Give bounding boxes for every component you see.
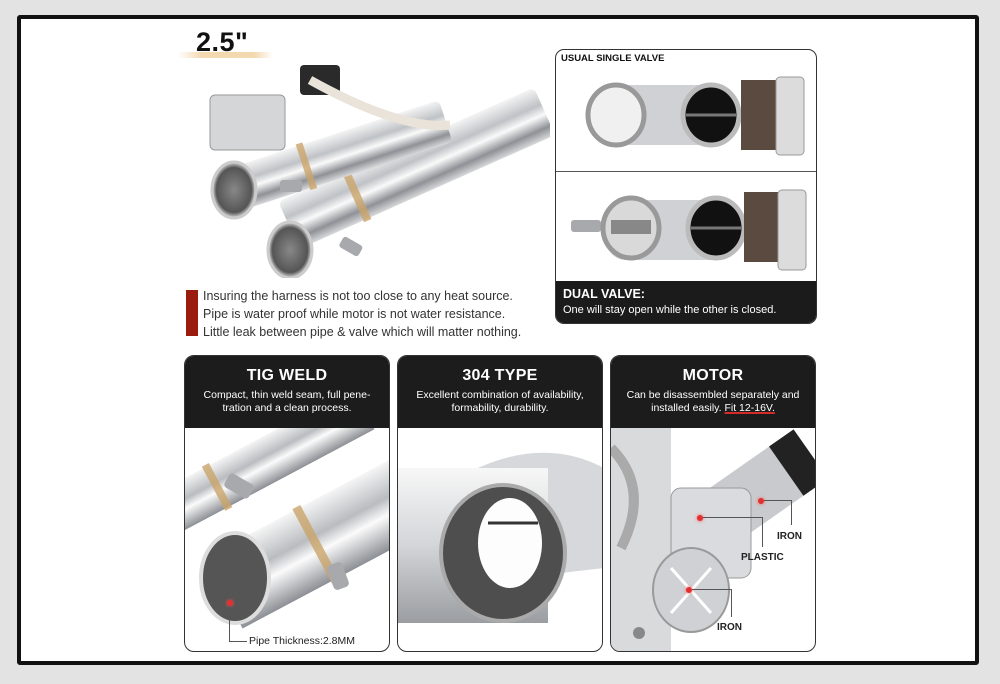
size-label: 2.5" [196, 27, 249, 57]
tig-weld-image [185, 388, 389, 629]
callout-line [229, 641, 247, 642]
iron-callout-dot-bottom [686, 587, 692, 593]
installation-notes: Insuring the harness is not too close to… [203, 287, 521, 341]
card-header: MOTOR Can be disassembled separately and… [611, 356, 815, 428]
feature-card-motor: MOTOR Can be disassembled separately and… [610, 355, 816, 652]
card-description: Excellent combination of availability, f… [416, 389, 584, 414]
dual-valve-image [571, 189, 807, 271]
callout-line [731, 589, 732, 617]
card-description: Can be disassembled separately and insta… [611, 389, 815, 415]
dual-valve-heading: DUAL VALVE: [563, 287, 645, 301]
plastic-label: PLASTIC [741, 552, 784, 563]
motor-description: Can be disassembled separately and insta… [626, 389, 800, 414]
card-title: MOTOR [682, 367, 744, 384]
notes-accent-bar [186, 290, 198, 336]
iron-label-bottom: IRON [717, 622, 742, 633]
callout-line [692, 589, 732, 590]
card-header: 304 TYPE Excellent combination of availa… [398, 356, 602, 428]
feature-card-tig-weld: TIG WELD Compact, thin weld seam, full p… [184, 355, 390, 652]
dual-valve-description: One will stay open while the other is cl… [563, 304, 777, 316]
card-title: 304 TYPE [462, 367, 538, 384]
callout-line [764, 500, 792, 501]
note-line: Little leak between pipe & valve which w… [203, 325, 522, 339]
single-valve-image [585, 76, 805, 156]
card-image-area: IRON PLASTIC IRON [611, 428, 815, 651]
note-line: Insuring the harness is not too close to… [203, 289, 513, 303]
voltage-highlight: Fit 12-16V. [724, 402, 775, 414]
callout-line [229, 606, 230, 642]
callout-line [703, 517, 763, 518]
plastic-callout-dot [697, 515, 703, 521]
iron-callout-dot [758, 498, 764, 504]
dual-valve-caption: DUAL VALVE: One will stay open while the… [556, 281, 816, 323]
card-image-area [398, 428, 602, 651]
panel-divider [556, 171, 816, 172]
iron-label-top: IRON [777, 531, 802, 542]
valve-comparison-panel: USUAL SINGLE VALVE DUAL VALVE: One will … [555, 49, 817, 324]
callout-line [791, 500, 792, 525]
size-label-highlight [178, 52, 273, 58]
pipe-thickness-label: Pipe Thickness:2.8MM [249, 635, 356, 647]
card-description: Compact, thin weld seam, full pene-trati… [203, 389, 371, 414]
thickness-callout-dot [227, 600, 233, 606]
note-line: Pipe is water proof while motor is not w… [203, 307, 506, 321]
card-title: TIG WELD [246, 367, 328, 384]
card-image-area: Pipe Thickness:2.8MM [185, 388, 389, 651]
feature-card-304-type: 304 TYPE Excellent combination of availa… [397, 355, 603, 652]
card-header: TIG WELD Compact, thin weld seam, full p… [185, 356, 389, 428]
callout-line [762, 517, 763, 547]
single-valve-title: USUAL SINGLE VALVE [561, 53, 665, 64]
pipe-bore-image [398, 452, 602, 623]
y-pipe-product-image [209, 65, 550, 278]
